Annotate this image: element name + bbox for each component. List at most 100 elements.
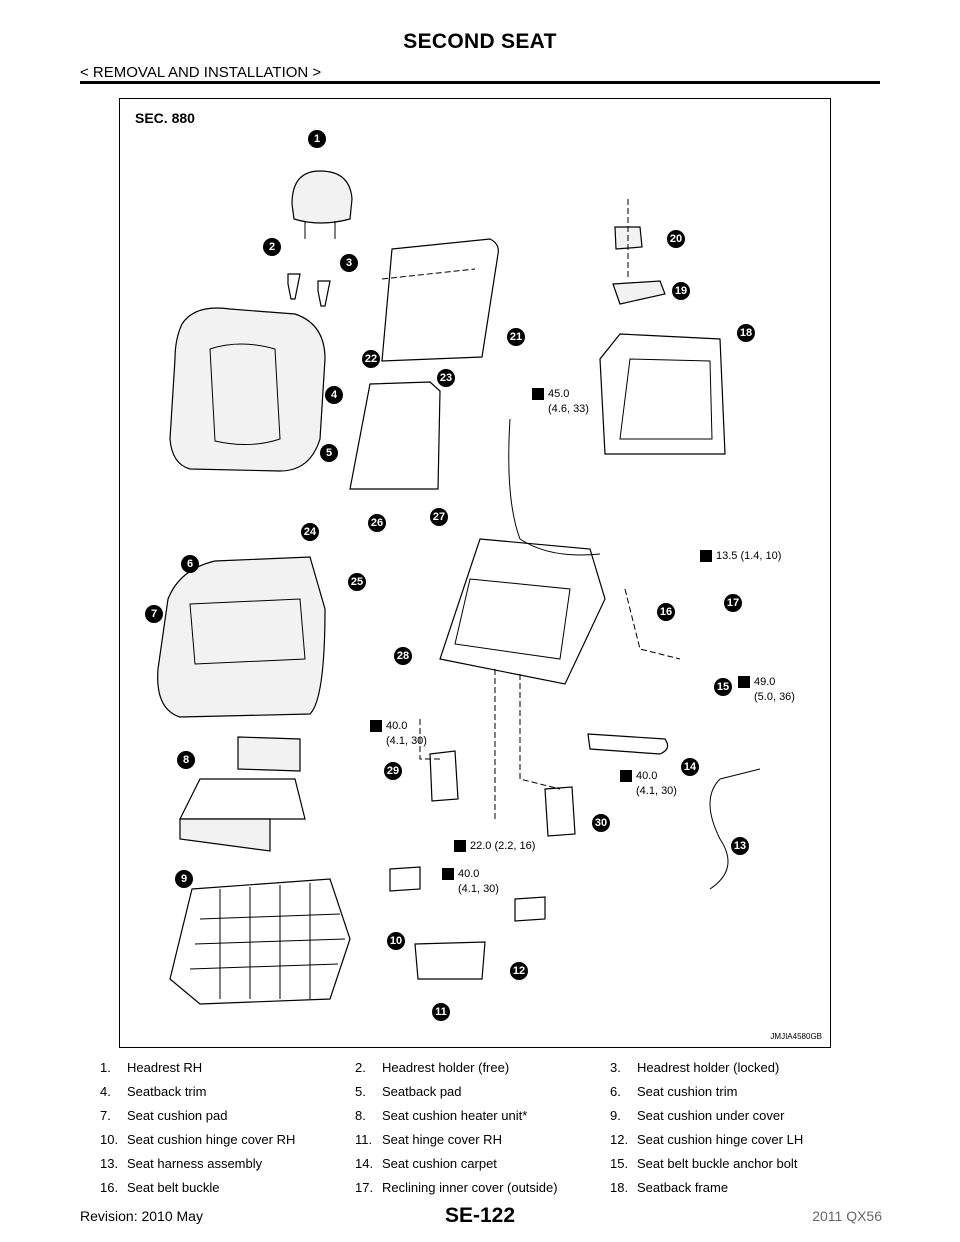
callout-number: 19 (675, 285, 687, 297)
legend-row: 4.Seatback trim 5. Seatback pad 6. Seat cush… (100, 1084, 860, 1108)
harness-shape (709, 768, 761, 890)
callout-marker: 10 (387, 932, 405, 950)
torque-value: 40.0 (636, 770, 657, 782)
legend-item-number: 13. (100, 1156, 119, 1171)
callout-number: 4 (331, 389, 338, 401)
callout-number: 20 (670, 233, 682, 245)
callout-marker: 4 (325, 386, 343, 404)
callout-number: 24 (304, 526, 317, 538)
callout-marker: 23 (437, 369, 455, 387)
heater-pad-shape (179, 778, 306, 820)
seatback-pad-shape (349, 381, 441, 490)
torque-value-alt: (4.6, 33) (548, 403, 589, 415)
callout-number: 18 (740, 327, 752, 339)
torque-value-alt: (4.1, 30) (386, 735, 427, 747)
seatback-frame-shape (599, 333, 726, 455)
legend-item-label: Reclining inner cover (outside) (382, 1180, 558, 1195)
callout-number: 23 (440, 372, 452, 384)
callout-marker: 16 (657, 603, 675, 621)
legend-item-label: Seat cushion heater unit* (382, 1108, 528, 1123)
holder-free-shape (287, 273, 301, 300)
callout-number: 13 (734, 840, 746, 852)
callout-number: 6 (187, 558, 193, 570)
callout-number: 22 (365, 353, 377, 365)
callout-marker: 1 (308, 130, 326, 148)
exploded-view-drawing (157, 170, 761, 1005)
legend-item-label: Headrest holder (free) (382, 1060, 510, 1075)
legend-item: 6. Seat cushion trim (610, 1084, 737, 1099)
legend-item: 3.Headrest holder (locked) (610, 1060, 779, 1075)
callout-marker: 15 (714, 678, 732, 696)
legend-item-label: Seat cushion carpet (382, 1156, 497, 1171)
callout-number: 5 (326, 447, 332, 459)
legend-item-label: Seat cushion under cover (637, 1108, 785, 1123)
callout-marker: 5 (320, 444, 338, 462)
callout-number: 9 (181, 873, 187, 885)
holder-locked-shape (317, 280, 331, 307)
callout-marker: 12 (510, 962, 528, 980)
callout-number: 26 (371, 517, 383, 529)
torque-wrench-icon (620, 770, 632, 782)
legend-item-number: 11. (355, 1132, 373, 1147)
legend-item-label: Seatback trim (127, 1084, 207, 1099)
torque-value: 40.0 (458, 868, 479, 880)
legend-item: 9. Seat cushion under cover (610, 1108, 784, 1123)
callout-marker: 3 (340, 254, 358, 272)
torque-wrench-icon (532, 388, 544, 400)
callout-number: 25 (351, 576, 363, 588)
hinge-cover-11-shape (414, 941, 486, 980)
legend-item: 5. Seatback pad (355, 1084, 462, 1099)
torque-spec: 40.0(4.1, 30) (442, 868, 499, 895)
carpet-14-shape (587, 733, 669, 755)
hinge-cover-29-shape (429, 750, 459, 802)
legend-item-label: Seat cushion trim (637, 1084, 738, 1099)
legend-item-label: Seat belt buckle (127, 1180, 220, 1195)
footer-page-number: SE-122 (444, 1204, 516, 1227)
legend-item-label: Seatback pad (382, 1084, 462, 1099)
callout-marker: 20 (667, 230, 685, 248)
header-divider (80, 81, 880, 84)
callout-number: 16 (660, 606, 672, 618)
callout-marker: 7 (145, 605, 163, 623)
callout-marker: 28 (394, 647, 412, 665)
callout-number: 11 (435, 1006, 447, 1018)
legend-item: 4.Seatback trim (100, 1084, 206, 1099)
callout-marker: 25 (348, 573, 366, 591)
callout-number: 1 (314, 133, 320, 145)
legend-item-number: 12. (610, 1132, 629, 1147)
legend-item-number: 5. (355, 1084, 366, 1099)
legend-item: 11. Seat hinge cover RH (355, 1132, 502, 1147)
legend-item: 8.Seat cushion heater unit* (355, 1108, 527, 1123)
callout-number: 3 (346, 257, 352, 269)
legend-row: 13. Seat harness assembly 14.Seat cushion … (100, 1156, 860, 1180)
legend-item-number: 9. (610, 1108, 621, 1123)
torque-spec: 13.5 (1.4, 10) (700, 550, 781, 562)
callout-number: 27 (433, 511, 445, 523)
callout-marker: 21 (507, 328, 525, 346)
callout-marker: 13 (731, 837, 749, 855)
callout-marker: 26 (368, 514, 386, 532)
callout-marker: 19 (672, 282, 690, 300)
torque-spec: 40.0(4.1, 30) (620, 770, 677, 797)
legend-item-label: Seat hinge cover RH (382, 1132, 502, 1147)
legend-item-number: 7. (100, 1108, 111, 1123)
seatback-board-shape (381, 238, 499, 362)
under-cover-grid (189, 883, 346, 999)
legend-item-number: 3. (610, 1060, 621, 1075)
legend-item-label: Seat belt buckle anchor bolt (637, 1156, 798, 1171)
legend-item: 16.Seat belt buckle (100, 1180, 220, 1195)
legend-item-number: 6. (610, 1084, 621, 1099)
page-title: SECOND SEAT (403, 30, 557, 53)
torque-value: 13.5 (1.4, 10) (716, 550, 781, 562)
legend-item: 14.Seat cushion carpet (355, 1156, 497, 1171)
legend-item-label: Seat harness assembly (127, 1156, 263, 1171)
torque-value: 49.0 (754, 676, 775, 688)
callout-number: 8 (183, 754, 189, 766)
torque-spec: 49.0(5.0, 36) (738, 676, 795, 703)
callout-marker: 2 (263, 238, 281, 256)
